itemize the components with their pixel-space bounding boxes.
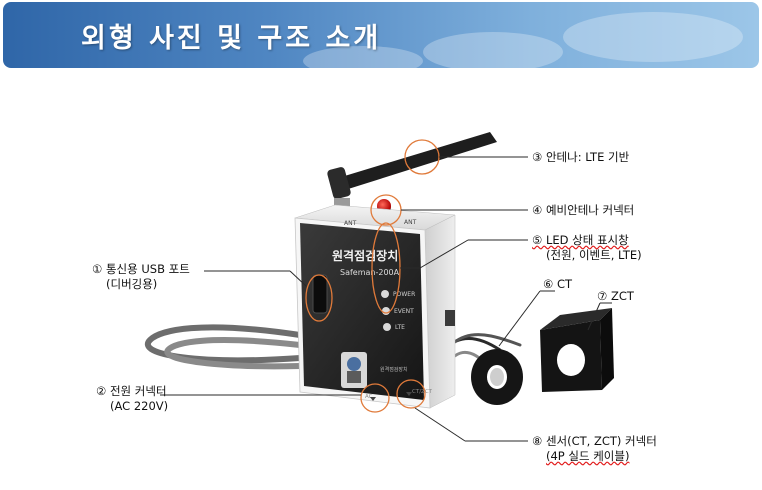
device-name: 원격점검장치: [332, 248, 398, 263]
callout-antenna: ③ 안테나: LTE 기반: [532, 150, 630, 164]
callout-sensor-line1: ⑧ 센서(CT, ZCT) 커넥터: [532, 434, 657, 448]
banner-cloud: [423, 32, 563, 68]
callout-power-connector: ② 전원 커넥터 (AC 220V): [96, 384, 168, 414]
callout-lines: [160, 156, 612, 442]
callout-usb-line1: ① 통신용 USB 포트: [92, 262, 190, 276]
power-cable: [144, 324, 303, 370]
ct-sensor: [471, 349, 523, 405]
callout-usb-port: ① 통신용 USB 포트 (디버깅용): [92, 262, 190, 292]
led-indicators: POWER EVENT LTE: [381, 290, 415, 331]
callout-sensor-line2: (4P 실드 케이블): [546, 449, 630, 463]
antenna: [327, 132, 497, 214]
banner-cloud: [303, 46, 423, 68]
page-title: 외형 사진 및 구조 소개: [81, 23, 382, 54]
zct-sensor: [540, 308, 614, 392]
side-connector: [445, 310, 455, 326]
top-label-left: ANT: [344, 220, 357, 227]
callout-ct: ⑥ CT: [543, 277, 573, 291]
mascot-sticker: [341, 352, 367, 388]
callout-usb-line2: (디버깅용): [106, 277, 158, 291]
front-footer-label: 원격점검장치: [380, 366, 408, 373]
callout-spare-antenna-connector: ④ 예비안테나 커넥터: [532, 203, 635, 217]
device-model: Safeman-200A: [340, 268, 400, 277]
led-label-event: EVENT: [394, 308, 414, 315]
banner-cloud: [563, 12, 743, 62]
bottom-label-left: AC: [365, 394, 373, 400]
callout-sensor-connector: ⑧ 센서(CT, ZCT) 커넥터 (4P 실드 케이블): [532, 434, 657, 464]
led-label-power: POWER: [393, 291, 415, 298]
callout-power-line1: ② 전원 커넥터: [96, 384, 167, 398]
callout-led-line2: (전원, 이벤트, LTE): [546, 248, 642, 262]
usb-port: [312, 274, 328, 314]
callout-power-line2: (AC 220V): [110, 399, 169, 413]
callout-zct: ⑦ ZCT: [597, 289, 634, 303]
led-label-lte: LTE: [395, 324, 405, 331]
top-label-right: ANT: [404, 219, 417, 226]
callout-led-status: ⑤ LED 상태 표시창 (전원, 이벤트, LTE): [532, 233, 642, 263]
bottom-label-right: CT/ZCT: [412, 389, 433, 395]
header-banner: 외형 사진 및 구조 소개: [3, 2, 759, 68]
callout-led-line1: ⑤ LED 상태 표시창: [532, 233, 629, 247]
